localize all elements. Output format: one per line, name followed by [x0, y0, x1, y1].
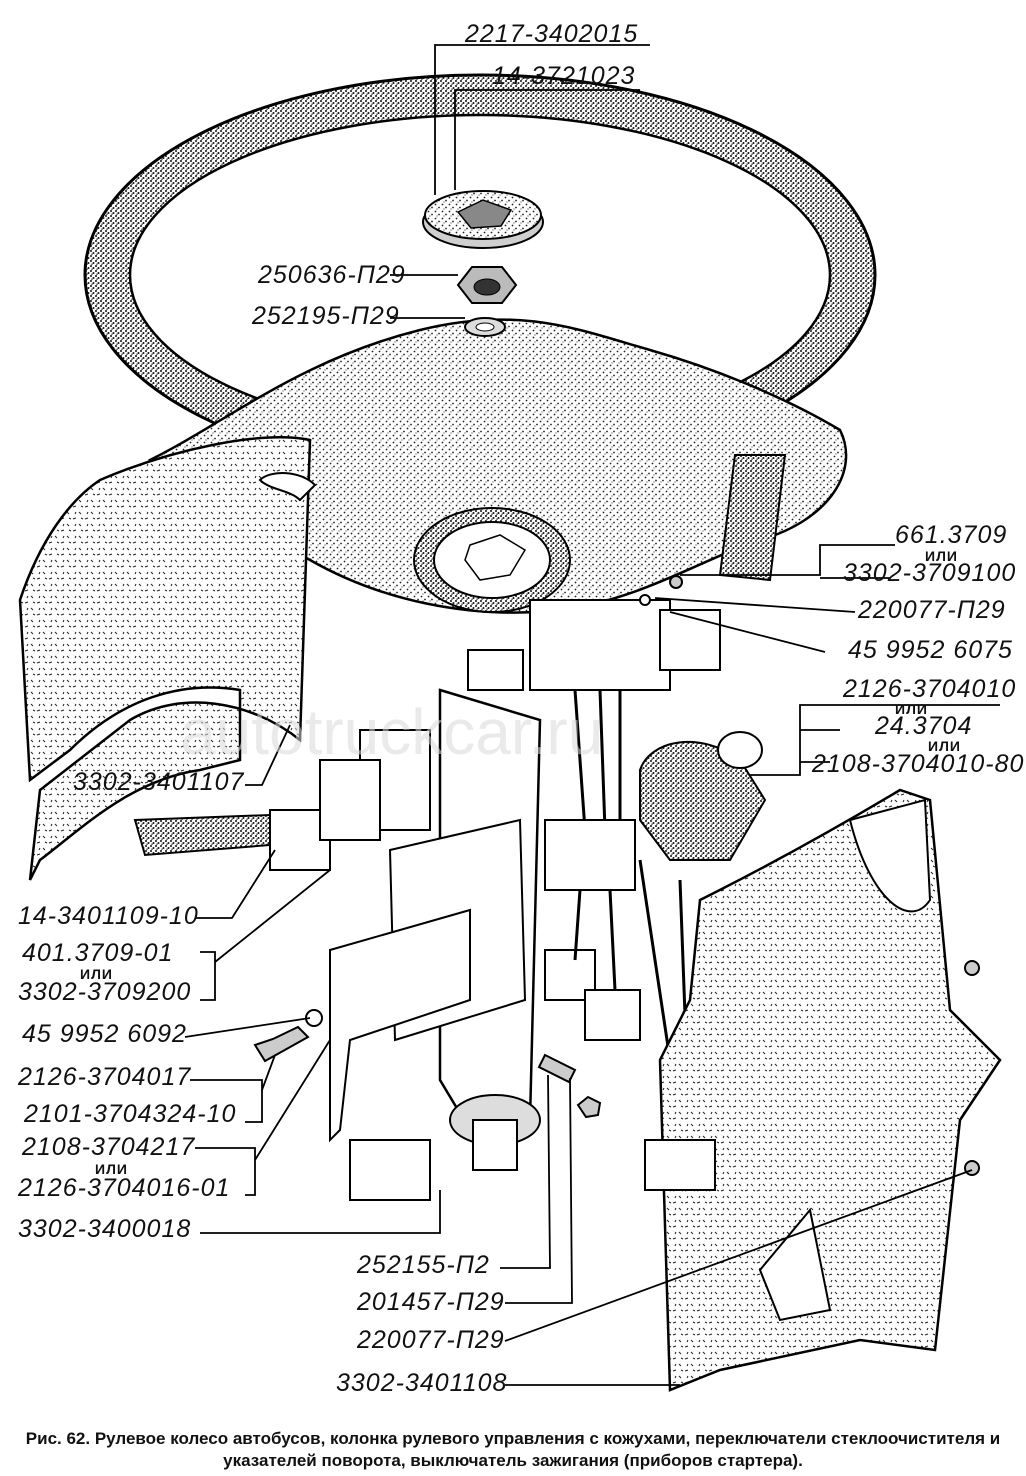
label-or-2: ИЛИ [895, 701, 928, 717]
watermark: autotruckcar.ru [180, 696, 604, 768]
lower-shroud [349, 788, 1002, 1392]
label-washer: 252195-П29 [252, 302, 400, 330]
leader-lines [184, 44, 1000, 1386]
label-2126-3704017: 2126-3704017 [18, 1063, 192, 1091]
label-nut: 250636-П29 [258, 261, 406, 289]
label-or-1: ИЛИ [925, 548, 958, 564]
label-201457-p29: 201457-П29 [357, 1288, 505, 1316]
label-2108-3704217: 2108-3704217 [22, 1133, 196, 1161]
label-45-9952-6075: 45 9952 6075 [848, 636, 1013, 664]
ignition-switch [544, 731, 767, 1151]
label-14-3401109-10: 14-3401109-10 [18, 902, 199, 930]
horn-emblem [422, 190, 544, 249]
label-or-4: ИЛИ [80, 966, 113, 982]
label-2126-3704016-01: 2126-3704016-01 [18, 1174, 231, 1202]
washer [464, 317, 506, 337]
label-220077-p29-top: 220077-П29 [858, 596, 1006, 624]
label-3302-3401108: 3302-3401108 [336, 1369, 508, 1397]
label-or-5: ИЛИ [95, 1161, 128, 1177]
label-2217-3402015: 2217-3402015 [465, 20, 639, 48]
label-661-3709: 661.3709 [895, 521, 1008, 549]
left-switch [133, 759, 381, 871]
label-3302-3709100: 3302-3709100 [843, 559, 1017, 587]
label-or-3: ИЛИ [928, 738, 961, 754]
steering-column [329, 649, 542, 1171]
label-2108-3704010-80: 2108-3704010-80 [812, 750, 1025, 778]
upper-shroud [18, 436, 317, 881]
label-2126-3704010: 2126-3704010 [843, 675, 1017, 703]
screws [253, 575, 980, 1176]
right-switch [529, 454, 787, 831]
label-3302-3400018: 3302-3400018 [18, 1215, 192, 1243]
label-401-3709-01: 401.3709-01 [22, 939, 174, 967]
label-3302-3401107: 3302-3401107 [73, 768, 245, 796]
label-24-3704: 24.3704 [875, 712, 973, 740]
label-3302-3709200: 3302-3709200 [18, 978, 192, 1006]
label-14-3721023: 14-3721023 [492, 62, 636, 90]
label-252155-p2: 252155-П2 [357, 1251, 490, 1279]
figure-caption: Рис. 62. Рулевое колесо автобусов, колон… [25, 1429, 1001, 1470]
label-220077-p29-bottom: 220077-П29 [357, 1326, 505, 1354]
label-45-9952-6092: 45 9952 6092 [22, 1020, 187, 1048]
nut [456, 266, 518, 304]
label-2101-3704324-10: 2101-3704324-10 [24, 1100, 237, 1128]
